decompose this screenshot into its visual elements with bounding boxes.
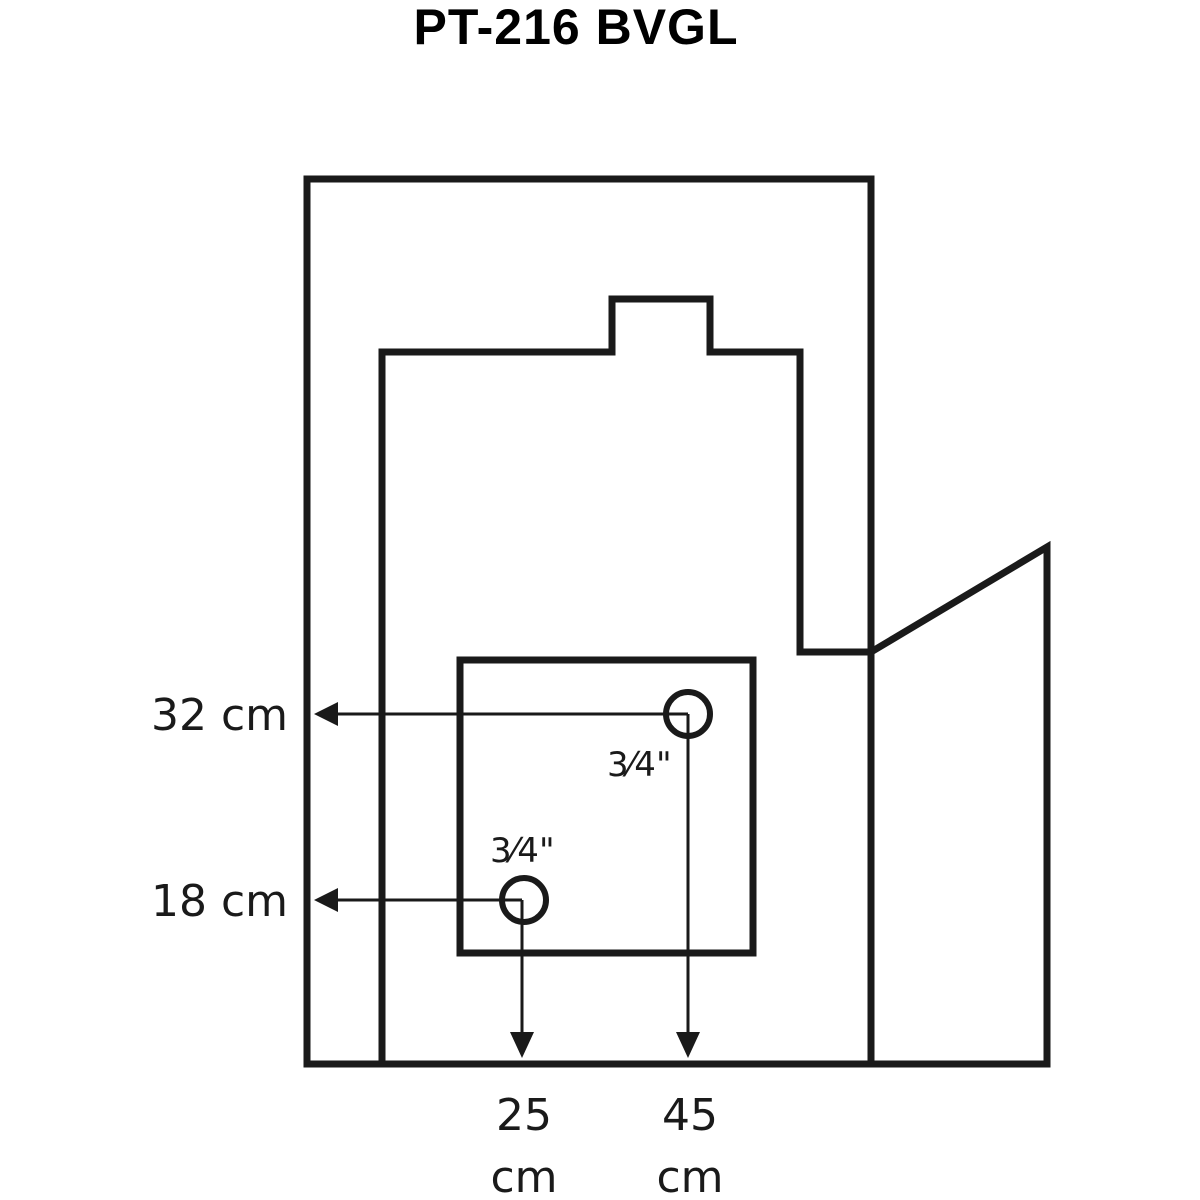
lower-connection-pipe xyxy=(499,875,549,925)
upper-connection-size: 3⁄4" xyxy=(607,745,672,785)
side-extension-outline xyxy=(869,540,1051,1068)
diagram-title: PT-216 BVGL xyxy=(414,0,739,55)
inner-firebox-outline xyxy=(378,295,871,1064)
upper-offset-unit: cm xyxy=(656,1152,723,1200)
upper-offset-value: 45 xyxy=(662,1090,718,1141)
lower-offset-arrowhead xyxy=(510,1032,534,1058)
outer-casing xyxy=(303,175,875,1068)
lower-offset-value: 25 xyxy=(496,1090,552,1141)
upper-connection-pipe xyxy=(663,689,713,739)
upper-connection: 3⁄4" 32 cm 45 cm xyxy=(151,689,724,1200)
lower-connection: 3⁄4" 18 cm 25 cm xyxy=(151,831,558,1200)
lower-connection-size: 3⁄4" xyxy=(490,831,555,871)
fire-door xyxy=(456,656,757,957)
lower-height-arrowhead xyxy=(314,888,338,912)
lower-height-label: 18 cm xyxy=(151,876,288,927)
upper-offset-arrowhead xyxy=(676,1032,700,1058)
upper-height-arrowhead xyxy=(314,702,338,726)
upper-height-label: 32 cm xyxy=(151,690,288,741)
lower-offset-unit: cm xyxy=(490,1152,557,1200)
